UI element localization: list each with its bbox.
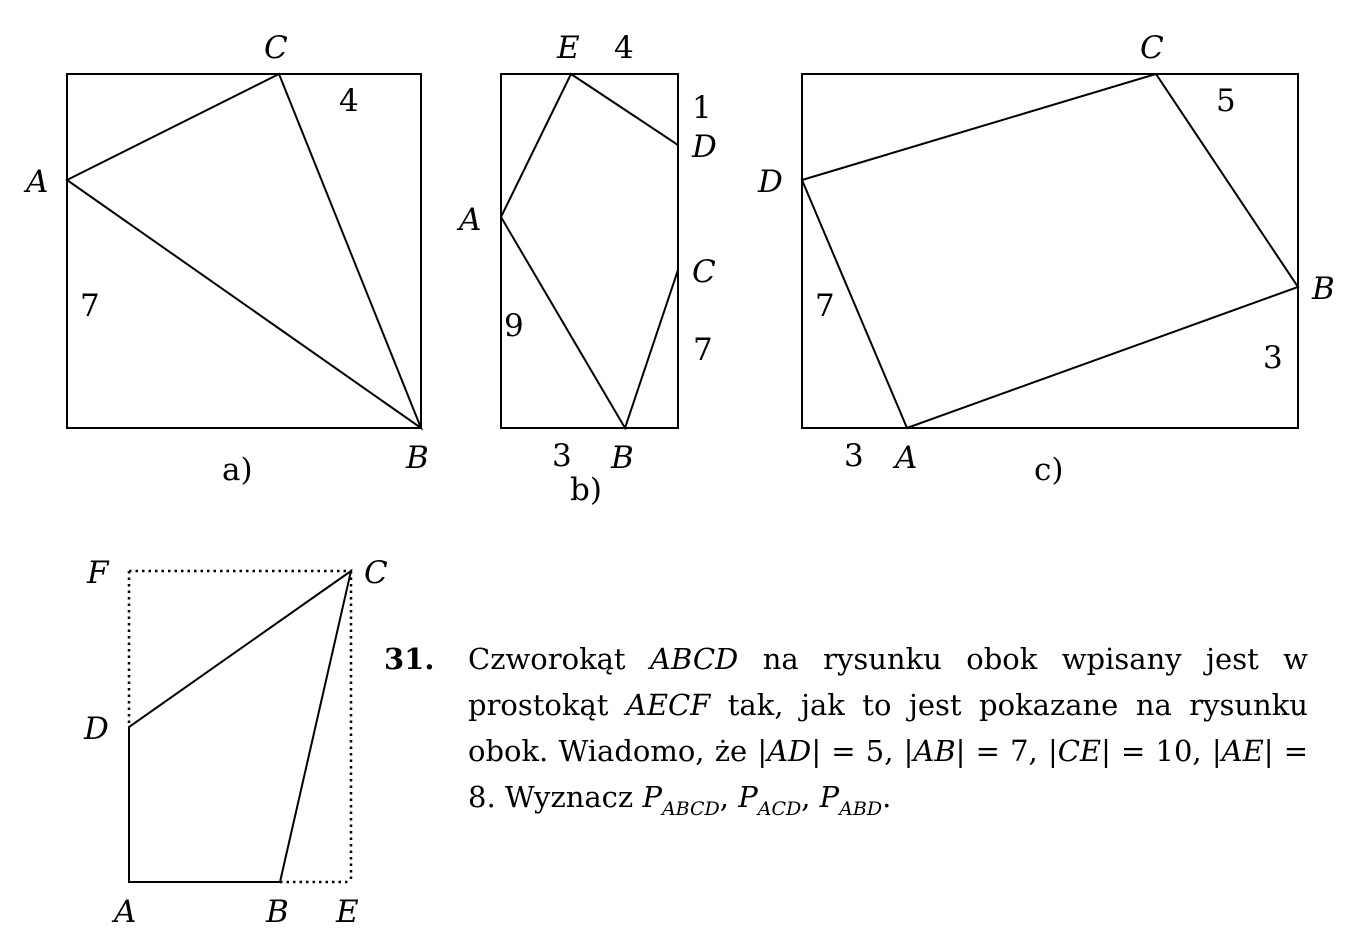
figure-a-side-left: 7 [80,288,100,324]
problem-sub-acd: ACD [757,798,802,820]
figure-b-side-top: 4 [614,30,634,66]
problem-var-abcd: ABCD [650,642,739,676]
problem-text-7: | = 8. Wyznacz [468,734,1309,814]
figure-c-side-top: 5 [1216,83,1236,119]
figure-c-side-bottom: 3 [844,438,864,474]
figure-a-triangle [65,72,424,431]
problem-p-abd: P [819,780,840,814]
figure-c-label-D: D [757,164,783,200]
figure-b-side-bottom: 3 [552,438,572,474]
problem-p-abcd: P [642,780,662,814]
problem-text: Czworokąt ABCD na rysunku obok wpisany j… [468,636,1308,832]
figure-31-label-A: A [111,894,136,930]
problem-text-2: na rysunku obok wpisany jest w prostokąt [468,642,1308,722]
problem-sub-abcd: ABCD [661,798,720,820]
problem-var-ab: AB [913,734,956,768]
problem-var-ce: CE [1057,734,1102,768]
problem-p-acd: P [738,780,758,814]
problem-text-1: Czworokąt [468,642,651,676]
problem-number: 31. [384,642,435,676]
problem-var-ae: AE [1221,734,1264,768]
figure-c-side-left: 7 [815,288,835,324]
figure-b-label-E: E [556,30,580,66]
figure-a-label-B: B [405,440,429,476]
figure-c-side-right: 3 [1263,340,1283,376]
figure-31-label-D: D [83,711,109,747]
problem-comma-2: , [801,780,820,814]
figure-b-side-right-top: 1 [692,90,712,126]
figure-c-rect [801,73,1299,429]
figure-c-caption: c) [1034,452,1063,488]
figure-a-caption: a) [222,452,253,488]
problem-text-4: | = 5, | [811,734,914,768]
problem-text-6: | = 10, | [1101,734,1222,768]
figure-a-label-C: C [264,30,288,66]
figure-b-side-left: 9 [504,308,524,344]
figure-c [800,72,1300,430]
figure-31 [127,568,353,884]
figure-31-quadrilateral [128,568,353,883]
figure-b-pentagon [499,72,679,431]
figure-b-label-A: A [456,202,481,238]
figure-b-side-right-bottom: 7 [693,332,713,368]
figure-c-label-C: C [1140,30,1164,66]
figure-a-square [66,73,422,429]
problem-sub-abd: ABD [839,798,883,820]
problem-var-aecf: AECF [625,688,711,722]
figure-b [499,72,679,431]
problem-comma-1: , [719,780,739,814]
figure-a-side-top: 4 [339,83,359,119]
figure-b-label-D: D [691,129,717,165]
figure-b-label-B: B [610,440,634,476]
problem-text-3: tak, jak to jest pokazane na rysunku obo… [468,688,1308,768]
problem-end: . [882,780,892,814]
figure-31-label-C: C [364,555,388,591]
figure-a-label-A: A [23,164,48,200]
figure-a [65,72,424,431]
problem-text-5: | = 7, | [955,734,1058,768]
figure-c-parallelogram [800,72,1300,430]
figure-31-label-F: F [86,555,110,591]
figure-b-label-C: C [692,254,716,290]
figure-31-label-B: B [265,894,289,930]
figure-c-label-A: A [892,440,917,476]
figure-31-label-E: E [335,894,359,930]
problem-var-ad: AD [767,734,812,768]
figure-b-caption: b) [570,472,602,508]
figure-c-label-B: B [1311,271,1335,307]
